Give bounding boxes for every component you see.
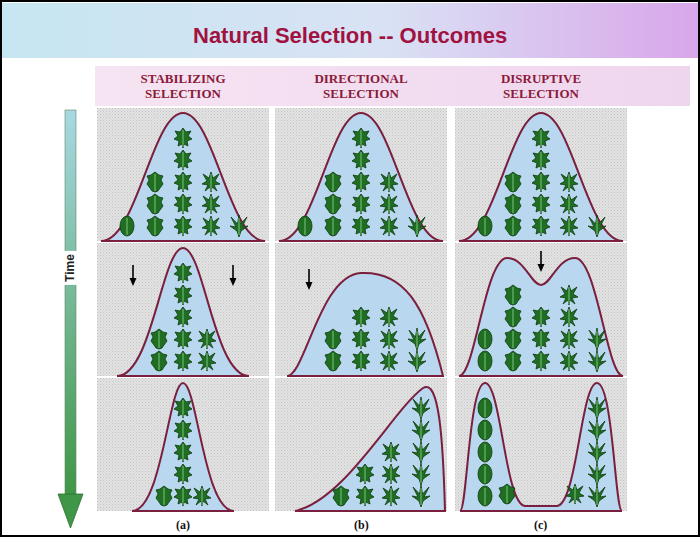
- column-heading: STABILIZING SELECTION: [121, 71, 245, 101]
- panel-letter: (a): [176, 518, 190, 533]
- panel-letter: (c): [534, 518, 547, 533]
- axis-label: Time: [63, 251, 77, 285]
- slide-title: Natural Selection -- Outcomes: [193, 23, 507, 49]
- column-heading: DISRUPTIVE SELECTION: [479, 71, 603, 101]
- panel-letter: (b): [354, 518, 369, 533]
- column-heading: DIRECTIONAL SELECTION: [299, 71, 423, 101]
